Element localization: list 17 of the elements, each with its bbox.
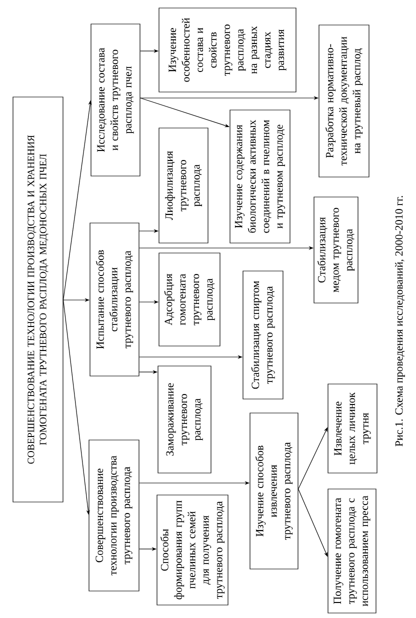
root-box: СОВЕРШЕНСТВОВАНИЕ ТЕХНОЛОГИИ ПРОИЗВОДСТВА И ХРАНЕНИЯ ГОМОГЕНАТА ТРУТНЕВОГО РАСПЛОДА МЕДОНОСНЫХ ПЧЕЛ (12, 96, 64, 502)
branch-box: Совершенствование технологии производства трутневого расплода (88, 440, 140, 592)
caption: Рис.1. Схема проведения исследований, 2000-2010 гг. (395, 196, 405, 446)
task-box: Стабилизация медом трутневого расплода (314, 196, 358, 304)
branch-box: Исследование состава и свойств трутневого расплода пчел (90, 24, 140, 176)
task-box: Разработка нормативно-технической документации на трутневый расплод (318, 24, 370, 178)
branch-box: Испытание способов стабилизации трутневого расплода (90, 222, 140, 376)
task-box: Лиофилизация трутневого расплода (158, 128, 208, 244)
task-box: Стабилизация спиртом трутневого расплода (242, 270, 284, 400)
task-box: Извлечение целых личинок трутня (328, 384, 378, 474)
task-box: Адсорбция гомогената трутневого расплода (158, 252, 220, 346)
task-box: Замораживание трутневого расплода (158, 366, 212, 474)
task-box: Получение гомогената трутневого расплода с использованием пресса (328, 488, 376, 614)
task-box: Способы формирования групп пчелиных семей для получения трутневого расплода (156, 494, 228, 606)
task-box: Изучение содержания биологически активных соединений в пчелином и трутневом расплоде (230, 110, 290, 244)
branch-box: Изучение способов извлечения трутневого расплода (250, 412, 298, 570)
task-box: Изучение особенностей состава и свойств трутневого расплода на разных стадиях развития (158, 8, 296, 92)
